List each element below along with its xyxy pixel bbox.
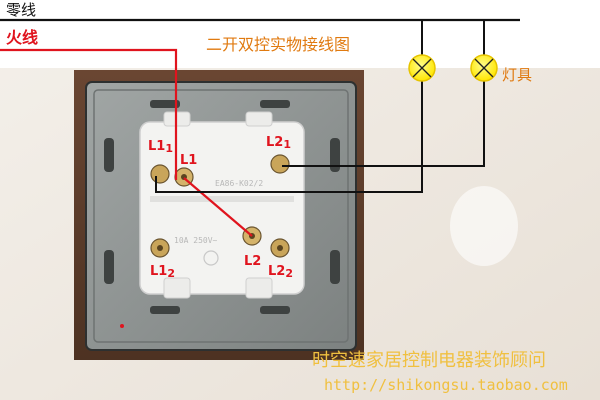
terminal-label-l2-1: L21	[266, 135, 291, 151]
neutral-label: 零线	[6, 1, 36, 19]
mount-slot	[150, 306, 180, 314]
terminal-label-l2-common: L2	[244, 254, 261, 269]
lamp-2	[470, 54, 498, 82]
top-white-area	[0, 0, 600, 68]
screw-l1-1	[150, 164, 170, 184]
lamp1-return-wire	[155, 80, 423, 193]
embossed-rating: 10A 250V~	[174, 236, 218, 245]
embossed-model: EA86-K02/2	[215, 179, 263, 188]
mount-slot	[330, 250, 340, 284]
red-dot	[120, 324, 124, 328]
lamp-1	[408, 54, 436, 82]
screw-hole	[157, 245, 163, 251]
light-reflection	[450, 186, 518, 266]
mount-slot	[104, 250, 114, 284]
screw-l2-1	[270, 154, 290, 174]
terminal-label-l2-2: L22	[268, 264, 293, 280]
brand-watermark: 时空速家居控制电器装饰顾问	[312, 350, 546, 371]
diagram-title: 二开双控实物接线图	[206, 35, 350, 54]
mount-slot	[150, 100, 180, 108]
live-wire	[0, 48, 178, 180]
switch-body: EA86-K02/2 10A 250V~	[139, 111, 305, 299]
terminal-screws	[150, 154, 290, 258]
mount-slot	[260, 100, 290, 108]
mount-slot	[330, 138, 340, 172]
lamp2-return-wire	[282, 80, 485, 167]
live-label: 火线	[6, 28, 38, 47]
terminal-label-l1-1: L11	[148, 139, 173, 155]
live-jumper-wire	[183, 177, 253, 237]
url-watermark: http://shikongsu.taobao.com	[324, 376, 568, 394]
lamp-label: 灯具	[502, 66, 532, 84]
mount-slot	[260, 306, 290, 314]
mount-slot	[104, 138, 114, 172]
terminal-label-l1-2: L12	[150, 264, 175, 280]
terminal-label-l1-common: L1	[180, 153, 197, 168]
screw-hole	[277, 245, 283, 251]
certification-mark	[203, 250, 219, 266]
